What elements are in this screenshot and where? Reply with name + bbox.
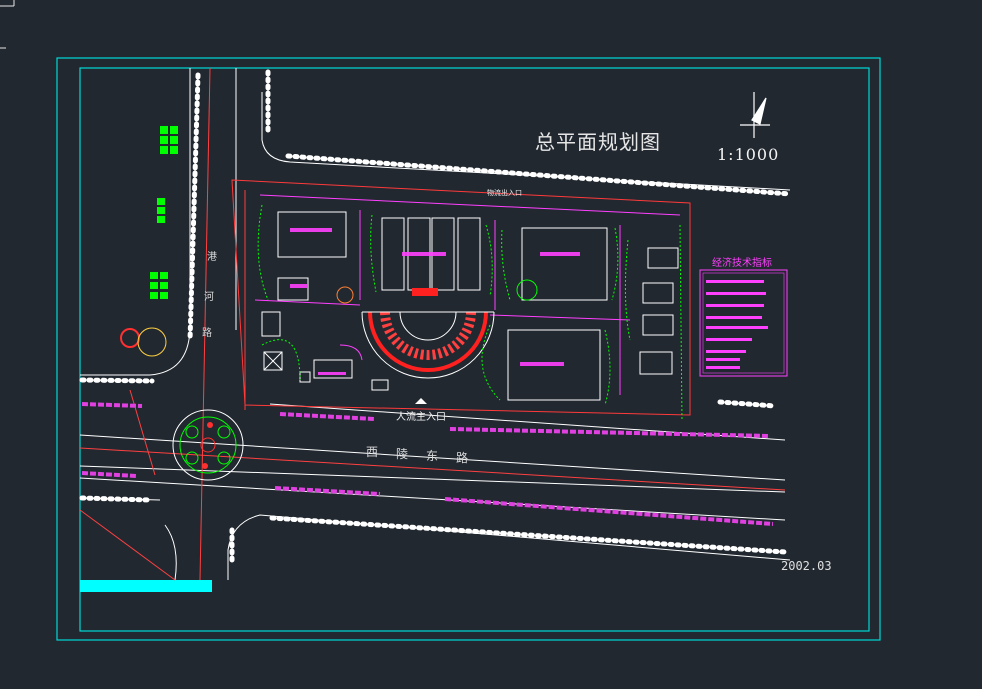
planting-strips (81, 402, 774, 526)
inner-frame (79, 67, 870, 632)
south-road-char: 西 (366, 445, 379, 459)
cad-cursor-crosshair (0, 0, 15, 49)
south-road-char: 东 (426, 449, 439, 463)
south-road (79, 403, 786, 521)
west-road-char: 路 (202, 328, 212, 339)
drawing-title: 总平面规划图 (535, 130, 661, 154)
buildings (261, 211, 679, 401)
south-road-char: 路 (456, 451, 469, 465)
site-boundary (231, 179, 691, 416)
landscape-greenery (257, 204, 683, 421)
west-road-char: 港 (207, 252, 217, 263)
west-road (80, 68, 791, 581)
internal-roads (254, 194, 681, 395)
west-road-char: 河 (204, 292, 214, 303)
feature-trees (120, 327, 167, 357)
econ-table-title: 经济技术指标 (712, 258, 772, 269)
north-entrance-label: 物流出入口 (487, 189, 522, 197)
south-road-char: 陵 (396, 447, 409, 461)
econ-table-rows (706, 280, 768, 369)
street-trees (79, 69, 793, 568)
outer-frame (56, 57, 881, 641)
entrance-arrow-icon (415, 398, 427, 404)
building-tags (290, 228, 580, 375)
north-arrow-icon (740, 92, 770, 138)
roundabout (172, 409, 244, 481)
road-centerlines (79, 67, 786, 581)
econ-indicators-table (699, 269, 788, 377)
tree-clusters (150, 126, 178, 299)
drawing-scale: 1:1000 (717, 145, 780, 164)
accent-bar (80, 580, 212, 592)
drawing-date: 2002.03 (781, 559, 832, 573)
central-plaza (361, 288, 495, 379)
main-entrance-label: 人流主入口 (396, 412, 446, 423)
